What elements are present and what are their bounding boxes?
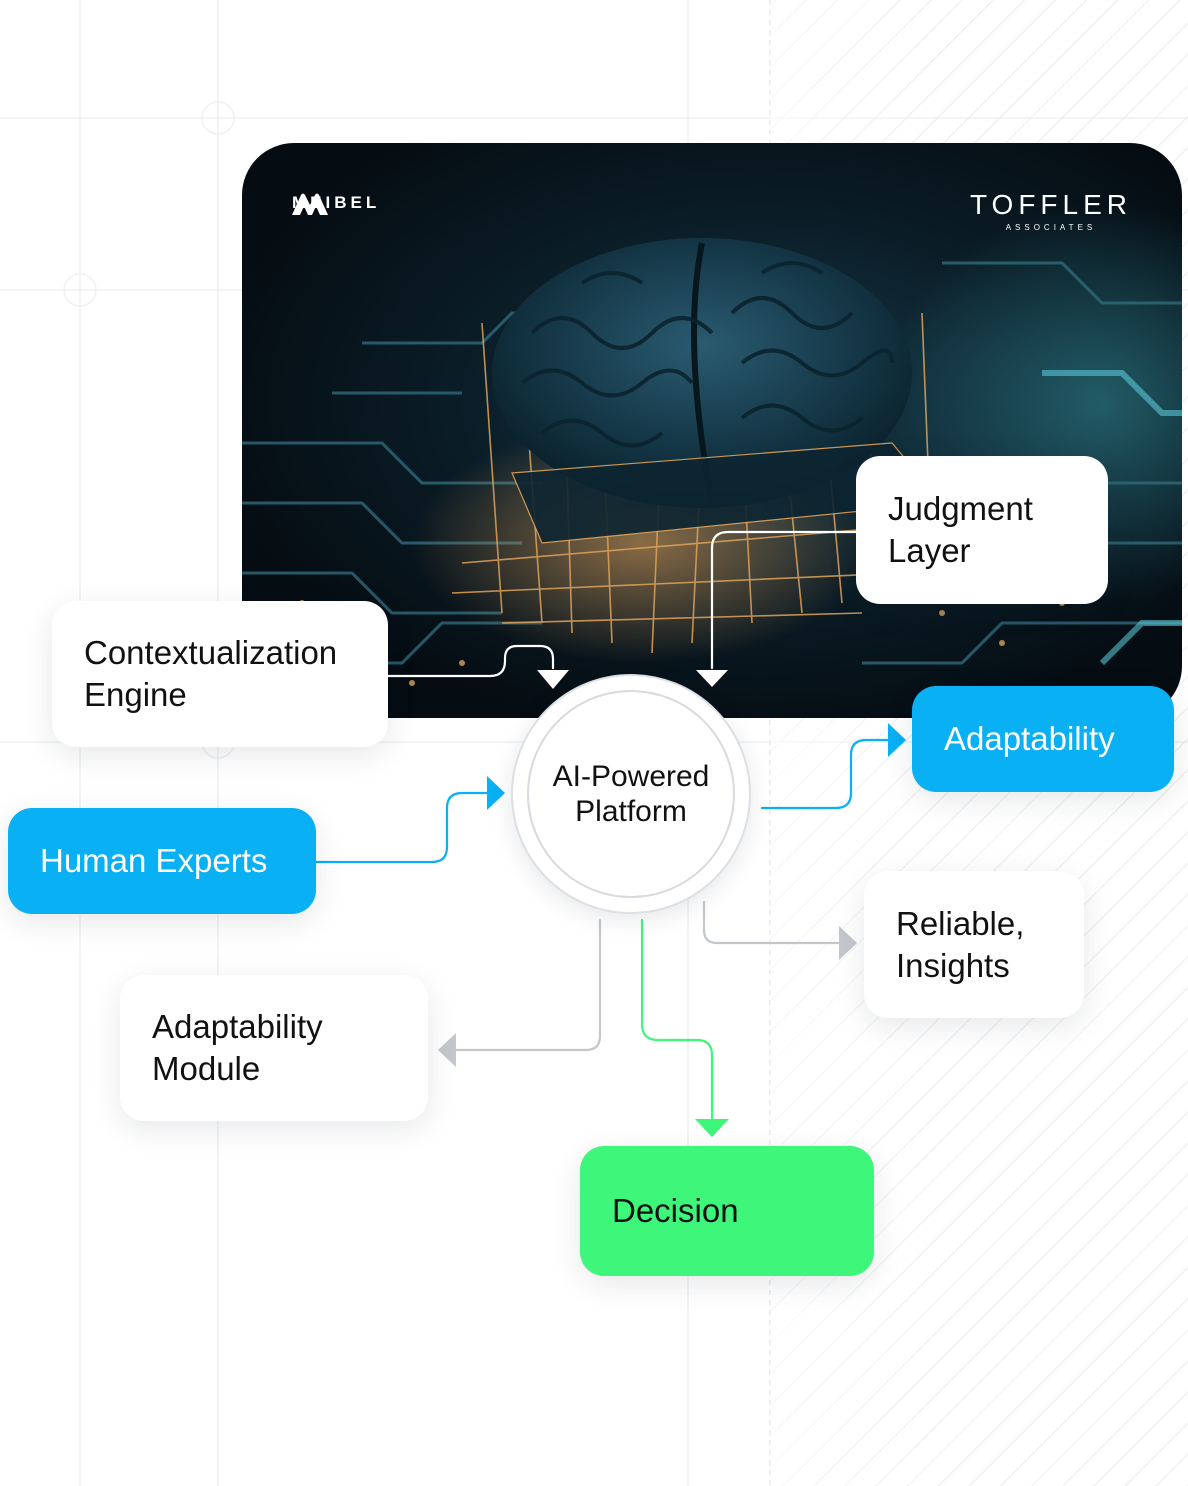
arrowhead-down-icon [696,670,728,687]
hub-label-line1: AI-Powered [552,760,710,793]
node-label-line1: Adaptability [152,1008,323,1045]
node-label-line1: Contextualization [84,634,338,671]
toffler-logo-text: TOFFLER [969,189,1132,220]
node-label: Human Experts [40,842,268,879]
arrowhead-right-icon [487,776,505,810]
node-adaptability: Adaptability [912,686,1174,792]
node-reliable-insights: Reliable, Insights [864,871,1084,1018]
meibel-logo: MEIBEL [292,193,380,215]
node-label: Adaptability [944,720,1115,757]
node-contextualization-engine: Contextualization Engine [52,601,388,747]
node-label-line2: Layer [888,532,971,569]
node-label: Decision [612,1192,739,1229]
node-label-line2: Module [152,1050,261,1087]
arrowhead-right-icon [839,926,857,960]
node-label-line1: Reliable, [896,904,1025,942]
node-label-line2: Engine [84,676,187,713]
arrowhead-left-icon [438,1033,456,1067]
meibel-logo-icon [292,193,328,215]
node-judgment-layer: Judgment Layer [856,456,1108,604]
hub-node: AI-Powered Platform [527,690,735,898]
arrowhead-down-icon [537,670,569,689]
arrowhead-right-icon [888,723,906,757]
toffler-logo: TOFFLER ASSOCIATES [970,189,1132,232]
node-label-line2: Insights [896,946,1010,984]
node-adaptability-module: Adaptability Module [120,975,428,1121]
brain-circuit-illustration [242,203,1182,686]
node-label-line1: Judgment [888,490,1033,527]
node-decision: Decision [580,1146,874,1276]
node-human-experts: Human Experts [8,808,316,914]
toffler-logo-subtext: ASSOCIATES [1005,223,1097,232]
arrowhead-down-icon [695,1119,729,1137]
hub-label-line2: Platform [575,795,687,828]
